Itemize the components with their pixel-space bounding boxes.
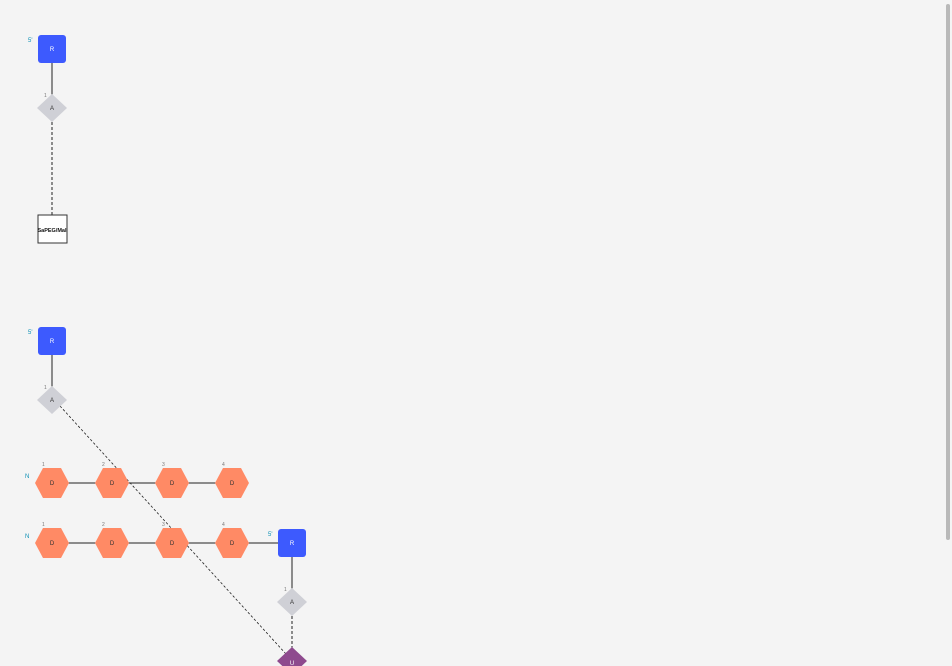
linker-node-label: A	[50, 106, 54, 112]
residue-label: D	[110, 481, 115, 487]
chem-node[interactable]: SaPEG/Mal	[37, 214, 68, 244]
residue-index-label: 4	[222, 522, 225, 528]
residue-index-label: 3	[162, 522, 165, 528]
residue-label: D	[230, 481, 235, 487]
five-prime-label: 5'	[28, 330, 32, 336]
peptide-residue[interactable]: 2 D	[95, 462, 129, 498]
linker-index-label: 1	[44, 385, 47, 391]
residue-label: D	[110, 541, 115, 547]
residue-index-label: 3	[162, 462, 165, 468]
peptide-residue[interactable]: 1 D	[35, 522, 69, 558]
linker-index-label: 1	[284, 587, 287, 593]
rna-node-label: R	[290, 541, 295, 547]
peptide-residue[interactable]: 1 D	[35, 462, 69, 498]
rna-node[interactable]: R	[278, 529, 306, 557]
peptide-residue[interactable]: 3 D	[155, 522, 189, 558]
residue-label: D	[170, 541, 175, 547]
residue-label: D	[50, 481, 55, 487]
molecule-2: 5' R 1 A N 1 D 2 D 3 D 4 D	[25, 327, 307, 666]
vertical-scrollbar[interactable]	[946, 4, 950, 540]
peptide-residue[interactable]: 4 D	[215, 522, 249, 558]
residue-label: D	[170, 481, 175, 487]
peptide-residue[interactable]: 3 D	[155, 462, 189, 498]
residue-label: D	[230, 541, 235, 547]
peptide-residue[interactable]: 2 D	[95, 522, 129, 558]
linker-node[interactable]: A	[277, 588, 307, 616]
linker-node[interactable]: A	[37, 94, 67, 122]
modified-base-node[interactable]: U	[277, 647, 307, 666]
chem-node-label: SaPEG/Mal	[37, 228, 67, 234]
rna-node-label: R	[50, 47, 55, 53]
linker-index-label: 1	[44, 93, 47, 99]
linker-node[interactable]: A	[37, 386, 67, 414]
residue-index-label: 2	[102, 522, 105, 528]
residue-index-label: 1	[42, 522, 45, 528]
modified-base-label: U	[290, 661, 294, 666]
five-prime-label: 5'	[268, 532, 272, 538]
linker-node-label: A	[290, 600, 294, 606]
five-prime-label: 5'	[28, 38, 32, 44]
rna-node[interactable]: R	[38, 35, 66, 63]
residue-index-label: 1	[42, 462, 45, 468]
molecule-1: 5' R 1 A SaPEG/Mal	[28, 35, 68, 244]
rna-node-label: R	[50, 339, 55, 345]
peptide-residue[interactable]: 4 D	[215, 462, 249, 498]
residue-index-label: 2	[102, 462, 105, 468]
linker-node-label: A	[50, 398, 54, 404]
n-terminal-label: N	[25, 474, 29, 480]
residue-label: D	[50, 541, 55, 547]
residue-index-label: 4	[222, 462, 225, 468]
n-terminal-label: N	[25, 534, 29, 540]
rna-node[interactable]: R	[38, 327, 66, 355]
